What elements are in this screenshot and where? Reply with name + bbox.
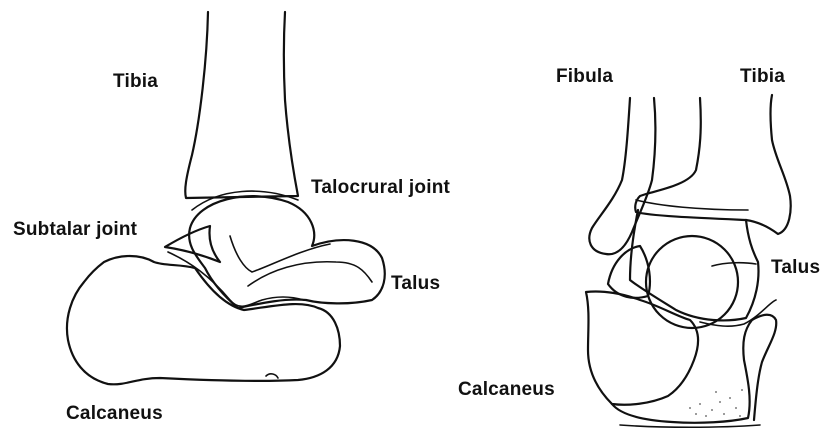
posterior-tibia-plafond [636, 200, 748, 210]
posterior-calcaneus-base [620, 425, 760, 427]
posterior-calcaneus-body [612, 315, 776, 423]
lateral-tibia [185, 12, 298, 198]
lateral-talus-inner [230, 236, 330, 272]
label-posterior-calcaneus: Calcaneus [458, 379, 555, 401]
posterior-sustentaculum [700, 300, 776, 326]
label-subtalar-joint: Subtalar joint [13, 219, 137, 241]
label-lateral-calcaneus: Calcaneus [66, 403, 163, 425]
label-posterior-talus: Talus [771, 257, 820, 279]
label-lateral-tibia: Tibia [113, 71, 158, 93]
label-posterior-tibia: Tibia [740, 66, 785, 88]
label-talocrural-joint: Talocrural joint [311, 177, 450, 199]
lateral-calcaneus [67, 256, 340, 384]
lateral-subtalar-line [168, 252, 304, 306]
posterior-calcaneus [586, 291, 698, 404]
posterior-talus-head [646, 236, 738, 328]
posterior-calcaneus-stipple [689, 389, 743, 417]
label-fibula: Fibula [556, 66, 613, 88]
lateral-subtalar-facet [165, 226, 220, 262]
posterior-view [586, 95, 791, 427]
lateral-talus [189, 196, 385, 308]
label-lateral-talus: Talus [391, 273, 440, 295]
lateral-calcaneus-tip [266, 374, 278, 378]
lateral-subtalar-inner [248, 262, 372, 286]
posterior-tibia [635, 95, 790, 234]
posterior-fibula [589, 98, 655, 254]
